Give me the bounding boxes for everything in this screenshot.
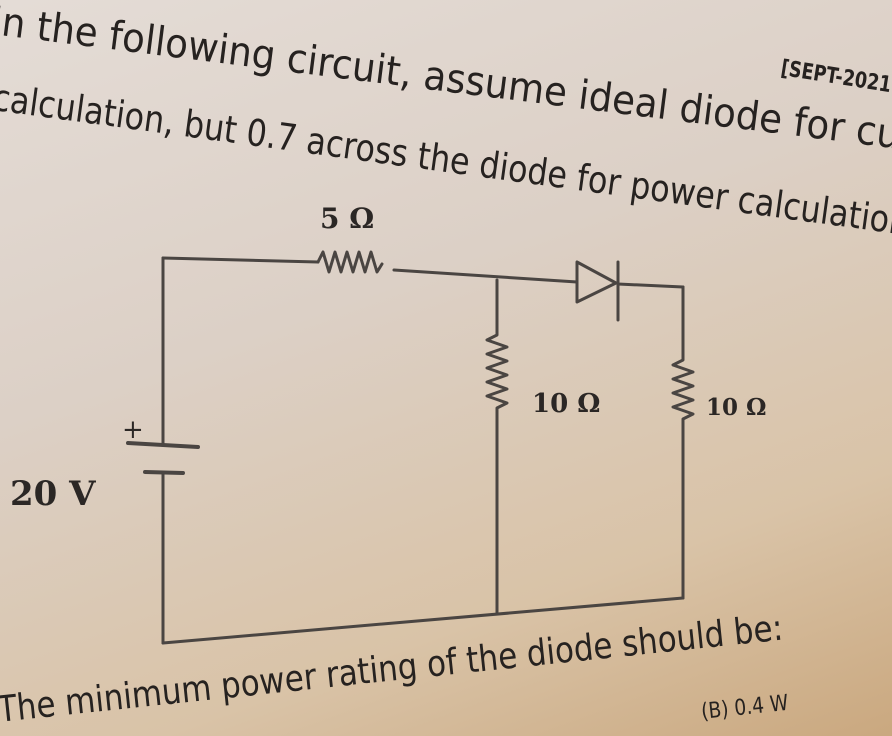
diode-icon — [575, 260, 685, 322]
resistor-5-ohm — [316, 250, 384, 274]
battery-icon — [126, 441, 200, 475]
battery-plus: + — [122, 415, 144, 445]
wire-top-2 — [392, 268, 579, 284]
wire-bottom — [161, 596, 685, 645]
wire-top — [161, 256, 320, 264]
wire-middle — [485, 278, 509, 615]
wire-right — [671, 285, 695, 600]
shunt-resistor-label: 10 Ω — [532, 389, 600, 419]
series-resistor-label: 5 Ω — [320, 202, 374, 235]
source-voltage-label: 20 V — [10, 474, 96, 514]
load-resistor-label: 10 Ω — [706, 394, 767, 421]
